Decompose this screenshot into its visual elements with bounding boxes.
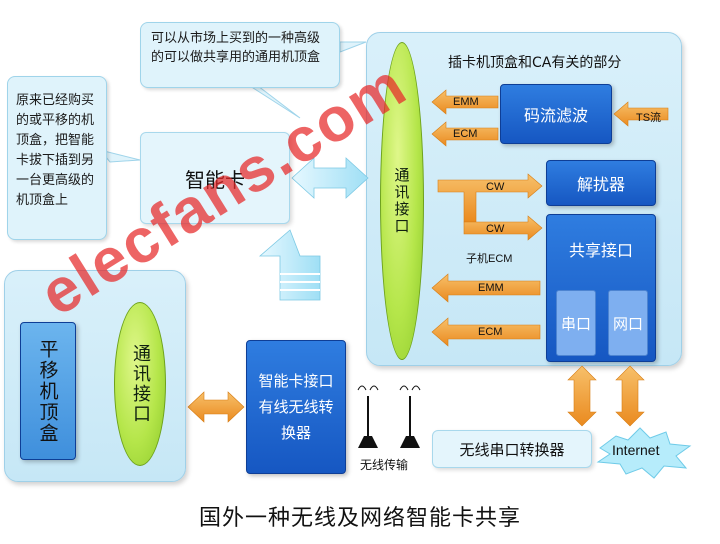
up-arrow-stripes xyxy=(280,273,320,291)
emm-bottom-label: EMM xyxy=(478,282,504,294)
arrow-ecm-top xyxy=(431,121,499,147)
card-stb-comm-label: 通讯接口 xyxy=(392,167,411,235)
internet-cloud-icon xyxy=(596,427,692,479)
stream-filter-box: 码流滤波 xyxy=(500,84,612,144)
network-port-box: 网口 xyxy=(608,290,648,356)
arrow-cw-1 xyxy=(437,173,543,223)
ts-stream-label: TS流 xyxy=(636,112,662,124)
wireless-serial-box: 无线串口转换器 xyxy=(432,430,592,468)
wireless-serial-label: 无线串口转换器 xyxy=(459,440,565,459)
stream-filter-label: 码流滤波 xyxy=(523,106,588,125)
arrow-card-to-interface xyxy=(291,157,369,199)
antenna-icon-2 xyxy=(399,385,421,448)
arrow-serial-down xyxy=(567,365,597,427)
wireless-transmission-label: 无线传输 xyxy=(360,458,409,472)
ecm-bottom-label: ECM xyxy=(478,326,503,338)
cw-1-label: CW xyxy=(486,181,505,193)
smart-card-box: 智能卡 xyxy=(140,132,290,224)
arrow-emm-top xyxy=(431,89,499,115)
arrow-network-down xyxy=(615,365,645,427)
internet-label: Internet xyxy=(612,442,660,458)
arrow-ts-stream xyxy=(613,101,669,127)
card-stb-title: 插卡机顶盒和CA有关的部分 xyxy=(448,55,622,71)
ecm-top-label: ECM xyxy=(453,128,478,140)
sub-ecm-label: 子机ECM xyxy=(466,253,513,265)
translated-stb-box: 平移机顶盒 xyxy=(20,322,76,460)
card-stb-comm-interface: 通讯接口 xyxy=(380,42,424,360)
descrambler-box: 解扰器 xyxy=(546,160,656,206)
cw-2-label: CW xyxy=(486,223,505,235)
serial-port-box: 串口 xyxy=(556,290,596,356)
arrow-cw-2 xyxy=(463,215,543,241)
translated-stb-label: 平移机顶盒 xyxy=(36,338,59,444)
shared-interface-label: 共享接口 xyxy=(568,241,633,260)
converter-box: 智能卡接口有线无线转换器 xyxy=(246,340,346,474)
translated-stb-comm-interface: 通讯接口 xyxy=(114,302,166,466)
arrow-stb-to-converter xyxy=(187,391,245,423)
arrow-ecm-bottom xyxy=(431,317,541,347)
descrambler-label: 解扰器 xyxy=(576,175,625,194)
market-note-text: 可以从市场上买到的一种高级的可以做共享用的通用机顶盒 xyxy=(151,31,321,65)
network-port-label: 网口 xyxy=(612,314,643,333)
reuse-note: 原来已经购买的或平移的机顶盒，把智能卡拔下插到另一台更高级的机顶盒上 xyxy=(7,76,107,240)
antenna-icon xyxy=(357,385,379,448)
smart-card-label: 智能卡 xyxy=(185,167,245,192)
figure-caption: 国外一种无线及网络智能卡共享 xyxy=(198,506,521,531)
emm-top-label: EMM xyxy=(453,96,479,108)
arrow-emm-bottom xyxy=(431,273,541,303)
reuse-note-text: 原来已经购买的或平移的机顶盒，把智能卡拔下插到另一台更高级的机顶盒上 xyxy=(16,93,95,208)
translated-stb-comm-label: 通讯接口 xyxy=(130,344,151,424)
converter-label: 智能卡接口有线无线转换器 xyxy=(258,372,334,442)
market-note: 可以从市场上买到的一种高级的可以做共享用的通用机顶盒 xyxy=(140,22,340,88)
serial-port-label: 串口 xyxy=(560,314,591,333)
